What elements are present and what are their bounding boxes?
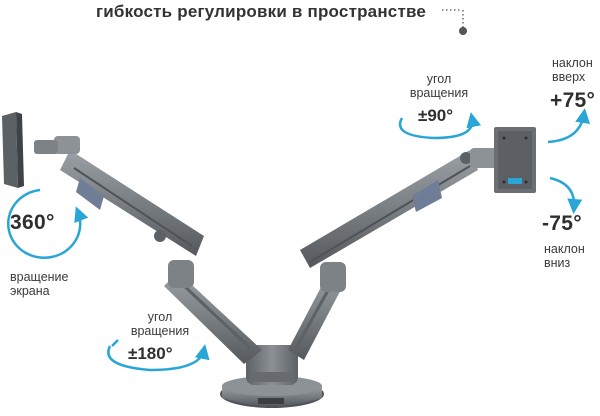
base-swivel-label: угол вращения xyxy=(126,310,194,338)
left-upper-arm xyxy=(54,136,204,256)
rotation-label-line2: экрана xyxy=(10,284,50,298)
head-swivel-value: ±90° xyxy=(418,106,454,125)
rotation-label-line1: вращение xyxy=(10,270,69,284)
tilt-up-value: +75° xyxy=(550,89,596,112)
desk-clamp-base xyxy=(220,376,324,408)
tilt-down-label: наклон вниз xyxy=(544,242,585,270)
right-vesa-plate xyxy=(494,127,536,193)
page-title: гибкость регулировки в пространстве xyxy=(96,2,427,21)
central-pole xyxy=(246,345,298,385)
head-swivel-label-line1: угол xyxy=(426,72,452,86)
tilt-up-label-line1: наклон xyxy=(552,56,593,70)
tilt-up-label-line2: вверх xyxy=(552,70,586,84)
right-lower-arm xyxy=(288,262,346,360)
base-swivel-value: ±180° xyxy=(128,344,173,363)
right-upper-arm xyxy=(300,148,500,268)
base-swivel-label-line1: угол xyxy=(147,310,173,324)
tilt-down-label-line2: вниз xyxy=(544,256,571,270)
rotation-label: вращение экрана xyxy=(10,270,68,298)
rotation-360-value: 360° xyxy=(10,211,55,234)
left-lower-arm xyxy=(164,260,262,364)
title-leader-line xyxy=(442,9,467,35)
tilt-up-arrow-icon xyxy=(547,108,591,144)
head-swivel-label-line2: вращения xyxy=(409,86,469,100)
swivel-90-arrow-icon xyxy=(399,112,482,140)
base-swivel-label-line2: вращения xyxy=(130,324,190,338)
head-swivel-label: угол вращения xyxy=(404,72,474,100)
rotation-360-arrow-icon xyxy=(7,188,89,260)
left-vesa-plate xyxy=(2,112,58,188)
tilt-down-label-line1: наклон xyxy=(544,242,585,256)
tilt-up-label: наклон вверх xyxy=(552,56,593,84)
swivel-180-arrow-icon xyxy=(107,339,210,372)
tilt-down-value: -75° xyxy=(542,212,582,235)
tilt-down-arrow-icon xyxy=(549,176,583,214)
